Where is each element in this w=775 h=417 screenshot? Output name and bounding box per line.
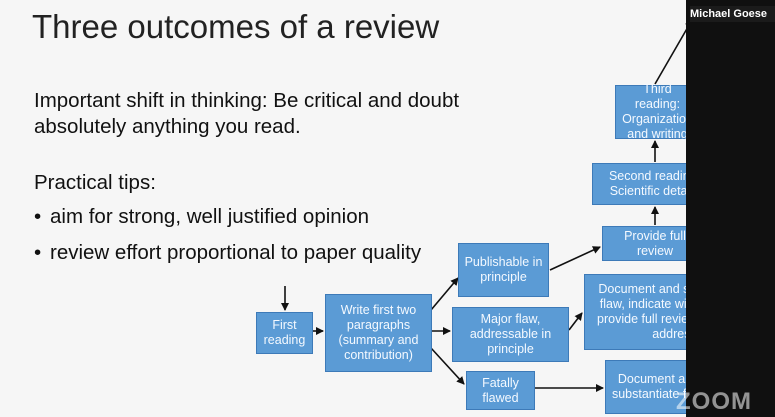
publishable-box: Publishable in principle (458, 243, 549, 297)
write-first-paragraphs-box: Write first two paragraphs (summary and … (325, 294, 432, 372)
third-reading-box: Third reading: Organization and writing (615, 82, 700, 141)
bullet-dot: • (34, 241, 42, 264)
shift-text: Important shift in thinking: Be critical… (34, 89, 460, 138)
slide-title: Three outcomes of a review (32, 8, 440, 45)
bullet-text: review effort proportional to paper qual… (50, 241, 422, 264)
participant-video-tile[interactable] (686, 0, 775, 417)
second-reading-box: Second reading: Scientific details (592, 163, 717, 205)
fatally-flawed-box: Fatally flawed (466, 371, 535, 410)
bullet-text: aim for strong, well justified opinion (50, 205, 370, 228)
major-flaw-box: Major flaw, addressable in principle (452, 307, 569, 362)
tips-heading: Practical tips: (34, 171, 156, 194)
zoom-watermark: ZOOM (676, 388, 752, 415)
bullet-dot: • (34, 205, 42, 228)
participant-name-label: Michael Goese (690, 6, 775, 22)
first-reading-box: First reading (256, 312, 313, 354)
